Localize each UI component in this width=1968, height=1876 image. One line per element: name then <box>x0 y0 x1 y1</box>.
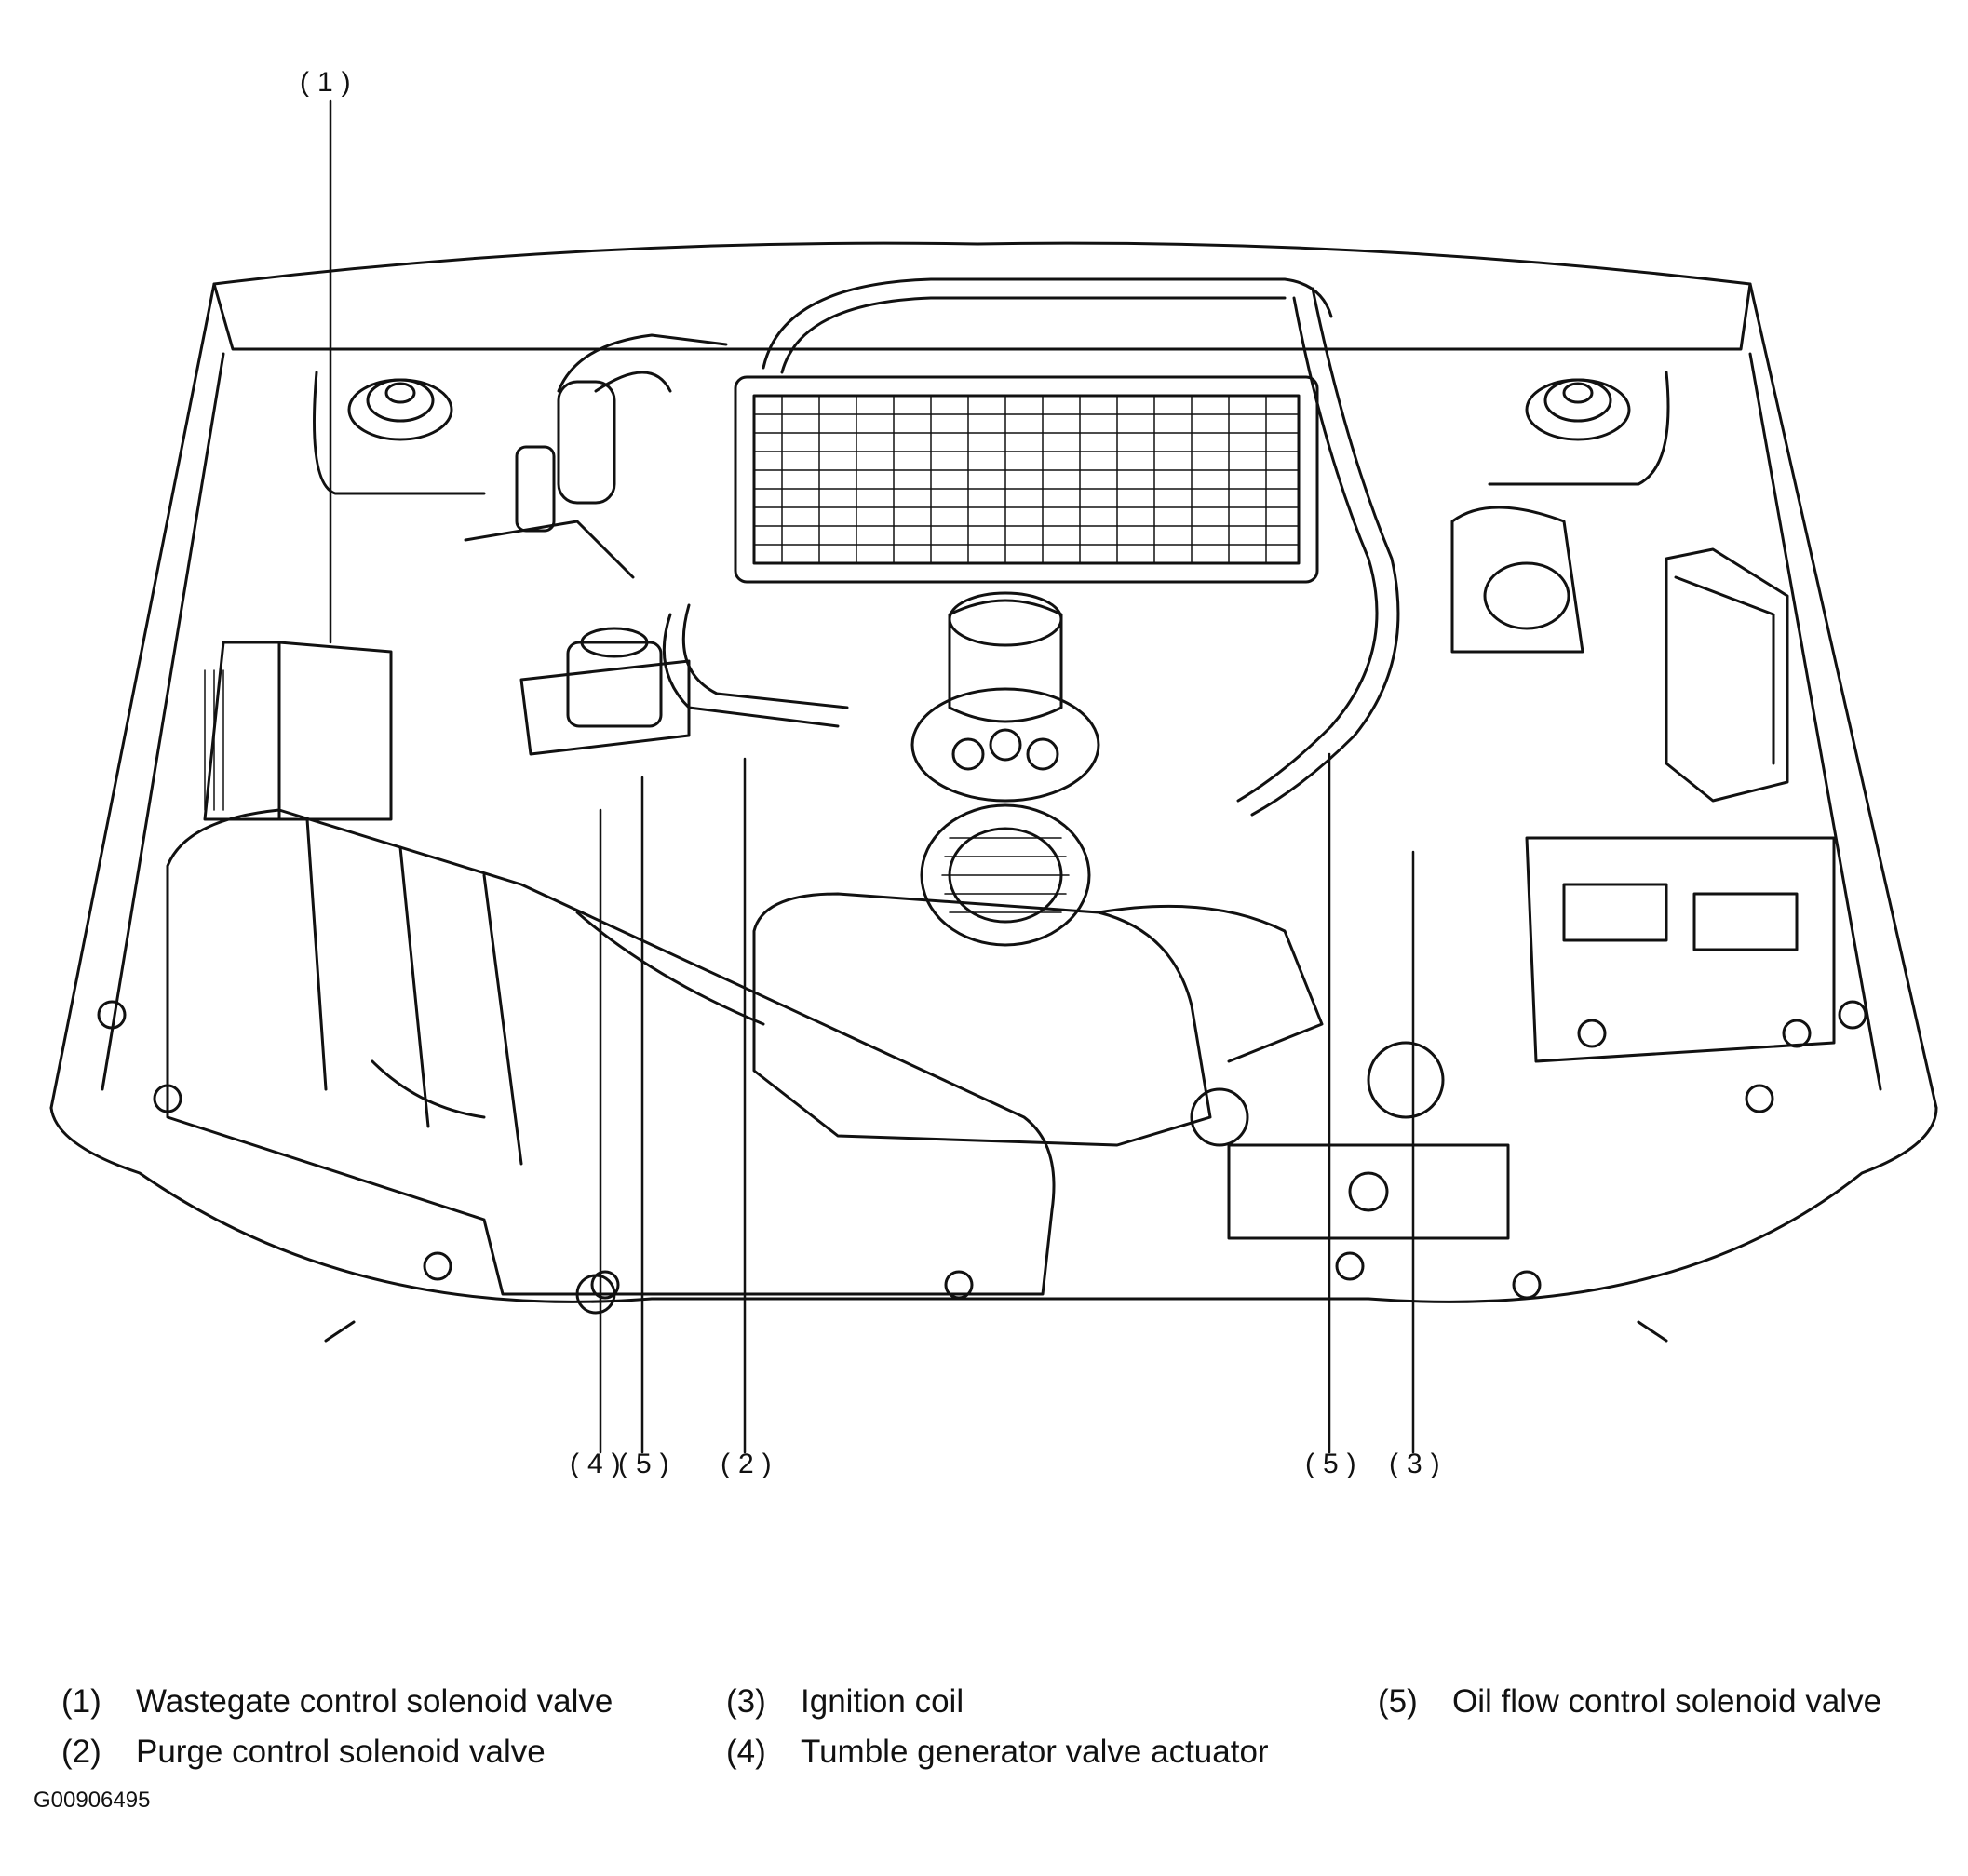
air-intake-duct <box>166 808 1056 1296</box>
throttle-body <box>910 591 1100 803</box>
legend-number: (3) <box>726 1683 766 1720</box>
engine-bay-illustration <box>49 99 1938 1454</box>
legend-number: (4) <box>726 1734 766 1770</box>
upper-hoses <box>557 277 1400 817</box>
legend-item-1: (1) Wastegate control solenoid valve <box>61 1683 613 1721</box>
callout-5-left: (5) <box>618 1449 678 1479</box>
intercooler <box>734 375 1319 584</box>
legend-item-3: (3) Ignition coil <box>726 1683 964 1721</box>
callout-3: (3) <box>1389 1449 1449 1479</box>
strut-tower-right <box>1488 371 1670 486</box>
legend-text: Purge control solenoid valve <box>136 1734 546 1770</box>
strut-tower-left <box>313 371 486 495</box>
legend-item-2: (2) Purge control solenoid valve <box>61 1734 546 1771</box>
legend-text: Oil flow control solenoid valve <box>1452 1683 1882 1720</box>
alternator <box>920 803 1091 947</box>
valve-cluster-left <box>464 371 672 579</box>
legend-item-4: (4) Tumble generator valve actuator <box>726 1734 1269 1771</box>
callout-1: (1) <box>300 67 359 98</box>
legend-text: Wastegate control solenoid valve <box>136 1683 613 1720</box>
leader-lines <box>329 99 1415 1454</box>
legend-number: (2) <box>61 1734 101 1770</box>
fastener-details <box>97 1000 1867 1315</box>
legend-number: (1) <box>61 1683 101 1720</box>
engine-block <box>752 892 1510 1240</box>
legend-text: Ignition coil <box>801 1683 964 1720</box>
callout-2: (2) <box>721 1449 780 1479</box>
figure-id: G00906495 <box>34 1788 151 1813</box>
callout-4: (4) <box>570 1449 629 1479</box>
hood-outline <box>49 241 1938 1343</box>
legend-text: Tumble generator valve actuator <box>801 1734 1269 1770</box>
callout-5-right: (5) <box>1305 1449 1365 1479</box>
legend-item-5: (5) Oil flow control solenoid valve <box>1378 1683 1881 1721</box>
battery <box>1525 836 1836 1063</box>
legend-number: (5) <box>1378 1683 1418 1720</box>
fuse-box <box>1665 547 1789 803</box>
reservoir <box>1450 506 1584 654</box>
wastegate-solenoid-area <box>519 627 691 756</box>
air-box <box>203 641 393 821</box>
